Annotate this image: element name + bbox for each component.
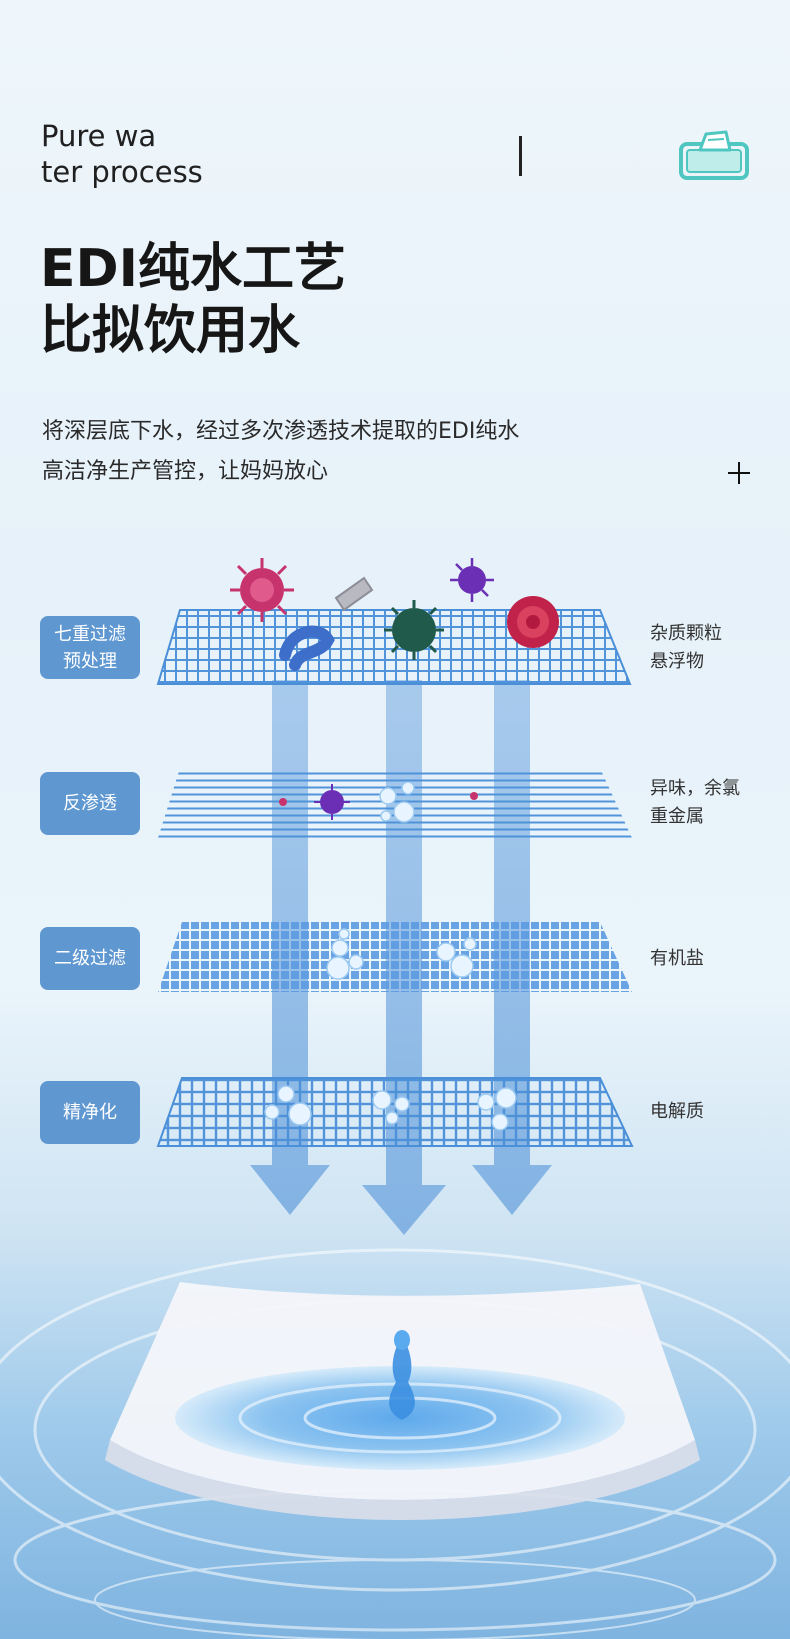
debris-icon	[334, 576, 374, 612]
stage-removes-text: 电解质	[650, 1101, 704, 1122]
water-bubbles	[264, 781, 517, 1131]
particle-dot	[470, 792, 478, 800]
stage-label-reverse-osmosis: 反渗透	[40, 772, 140, 835]
english-title-line: Pure wa	[41, 119, 157, 153]
virus-icon	[384, 600, 444, 660]
headline: EDI纯水工艺 比拟饮用水	[40, 238, 346, 362]
stage-label-text: 二级过滤	[54, 948, 126, 969]
stage-removes-text: 异味，余氯	[650, 778, 740, 799]
stage-label-text: 精净化	[63, 1102, 117, 1123]
description-line: 高洁净生产管控，让妈妈放心	[42, 459, 329, 484]
virus-icon	[230, 558, 294, 622]
stage-removes-text: 重金属	[650, 806, 704, 827]
stage-label-text: 反渗透	[63, 793, 117, 814]
bacteria-icon	[279, 625, 335, 671]
stage-removes-secondary-filter: 有机盐	[650, 945, 704, 973]
filter-mesh-3	[158, 922, 632, 992]
description-line: 将深层底下水，经过多次渗透技术提取的EDI纯水	[42, 419, 520, 444]
stage-removes-text: 杂质颗粒	[650, 623, 722, 644]
stage-removes-text: 有机盐	[650, 948, 704, 969]
stage-label-text: 预处理	[63, 650, 117, 672]
particle-dot	[279, 798, 287, 806]
description: 将深层底下水，经过多次渗透技术提取的EDI纯水 高洁净生产管控，让妈妈放心	[42, 412, 519, 492]
header-divider	[519, 136, 522, 176]
stage-label-secondary-filter: 二级过滤	[40, 927, 140, 990]
stage-removes-text: 悬浮物	[650, 651, 704, 672]
english-title: Pure wa ter process	[41, 118, 241, 190]
stage-label-text: 七重过滤	[54, 623, 126, 645]
virus-icon	[450, 558, 494, 602]
stage-label-pretreatment: 七重过滤 预处理	[40, 616, 140, 679]
headline-line: 比拟饮用水	[40, 301, 301, 361]
stage-removes-purification: 电解质	[650, 1098, 704, 1126]
plus-icon	[728, 462, 750, 484]
stage-removes-pretreatment: 杂质颗粒 悬浮物	[650, 620, 722, 676]
bacteria-icon	[507, 596, 559, 648]
filter-mesh-2	[158, 768, 632, 838]
stage-removes-reverse-osmosis: 异味，余氯 重金属	[650, 775, 740, 831]
virus-icon	[314, 784, 350, 820]
tissue-box-icon	[679, 130, 749, 180]
stage-label-purification: 精净化	[40, 1081, 140, 1144]
headline-line: EDI纯水工艺	[40, 239, 347, 299]
english-title-line: ter process	[41, 155, 203, 189]
water-drop-icon	[389, 1330, 415, 1420]
